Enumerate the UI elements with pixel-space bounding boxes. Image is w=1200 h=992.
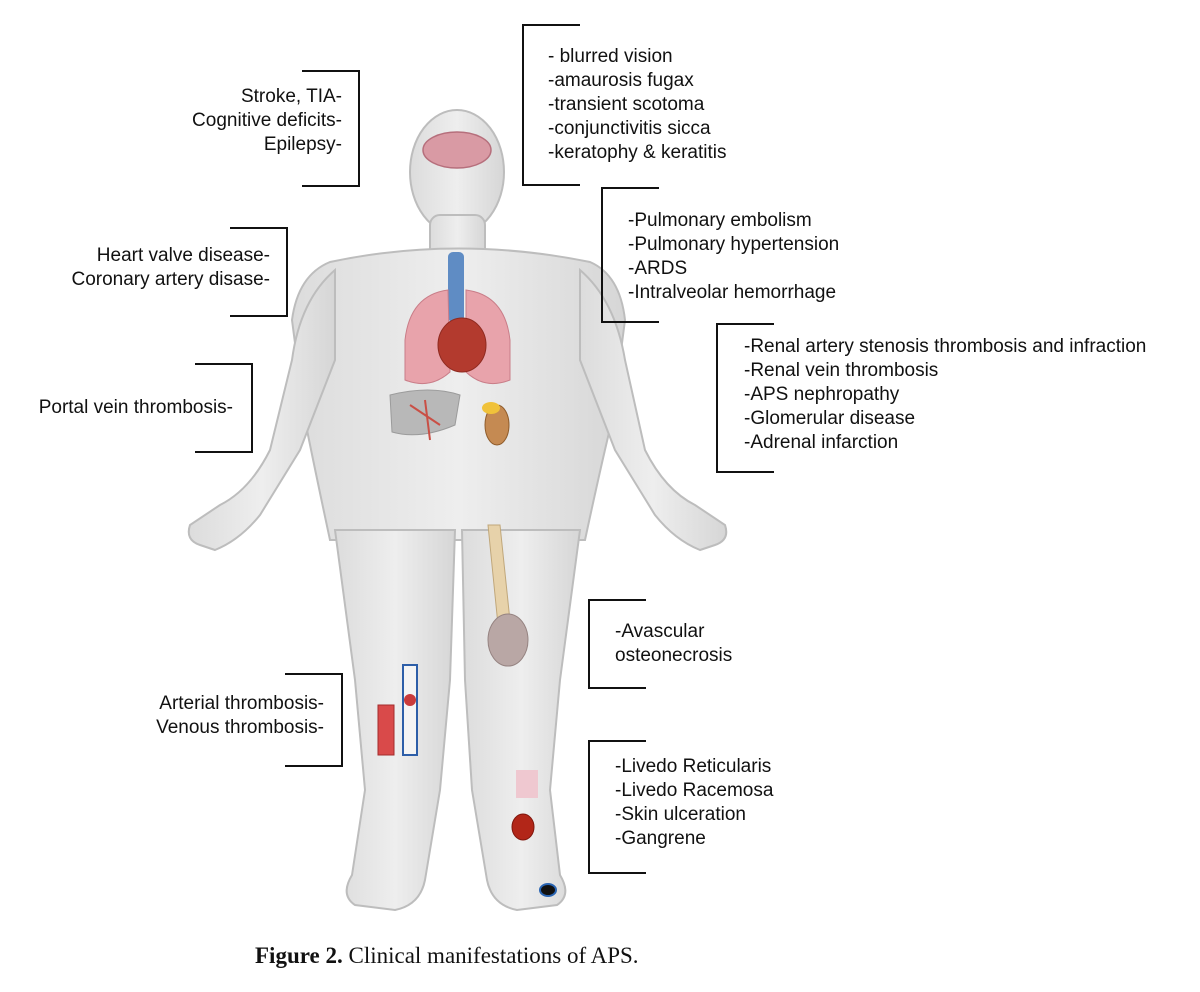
label-group-lungs: -Pulmonary embolism -Pulmonary hypertens… (628, 209, 839, 305)
bracket-vessels (285, 673, 343, 767)
label-group-bone: -Avascular osteonecrosis (615, 620, 732, 668)
bracket-skin (588, 740, 646, 874)
figure-caption: Figure 2. Clinical manifestations of APS… (255, 943, 639, 969)
gangrene-icon (539, 883, 557, 897)
label-line: -Intralveolar hemorrhage (628, 282, 837, 303)
label-line: -Renal vein thrombosis (744, 360, 939, 381)
heart-icon (437, 317, 487, 373)
osteonecrosis-icon (487, 613, 529, 667)
liver-icon (389, 389, 461, 436)
label-line: Heart valve disease- (96, 245, 270, 266)
trachea-icon (448, 252, 464, 322)
skin-ulcer-icon (511, 813, 535, 841)
label-line: -Livedo Reticularis (615, 756, 772, 777)
label-line: -Skin ulceration (615, 804, 746, 825)
label-line: Arterial thrombosis- (159, 693, 324, 714)
caption-text: Clinical manifestations of APS. (342, 943, 639, 968)
bracket-heart (230, 227, 288, 317)
label-line: -transient scotoma (548, 94, 705, 115)
label-line: Portal vein thrombosis- (38, 397, 233, 418)
label-line: -Gangrene (615, 828, 706, 849)
label-line: -ARDS (628, 258, 688, 279)
caption-label: Figure 2. (255, 943, 343, 968)
label-line: Epilepsy- (263, 134, 342, 155)
label-line: -Avascular (615, 621, 705, 642)
label-line: -Glomerular disease (744, 408, 916, 429)
bracket-brain (302, 70, 360, 187)
label-line: -keratophy & keratitis (548, 142, 727, 163)
artery-icon (377, 704, 395, 756)
label-group-skin: -Livedo Reticularis -Livedo Racemosa -Sk… (615, 755, 773, 851)
brain-icon (422, 131, 492, 169)
label-line: -Renal artery stenosis thrombosis and in… (744, 336, 1147, 357)
bracket-eyes (522, 24, 580, 186)
label-line: osteonecrosis (615, 645, 733, 666)
label-line: -amaurosis fugax (548, 70, 694, 91)
bracket-kidney (716, 323, 774, 473)
label-group-vessels: Arterial thrombosis- Venous thrombosis- (156, 692, 324, 740)
label-line: Coronary artery disase- (71, 269, 270, 290)
label-group-kidney: -Renal artery stenosis thrombosis and in… (744, 335, 1146, 455)
label-group-heart: Heart valve disease- Coronary artery dis… (71, 244, 270, 292)
bracket-liver (195, 363, 253, 453)
bracket-bone (588, 599, 646, 689)
bracket-lungs (601, 187, 659, 323)
lungs-icon (404, 289, 451, 385)
vein-icon (402, 664, 418, 756)
label-line: Venous thrombosis- (156, 717, 324, 738)
label-line: - blurred vision (548, 46, 673, 67)
label-line: -Pulmonary embolism (628, 210, 812, 231)
label-line: -APS nephropathy (744, 384, 900, 405)
label-line: -Adrenal infarction (744, 432, 899, 453)
livedo-icon (516, 770, 538, 798)
label-group-brain: Stroke, TIA- Cognitive deficits- Epileps… (192, 85, 342, 157)
label-group-eyes: - blurred vision -amaurosis fugax -trans… (548, 45, 726, 165)
label-line: -Livedo Racemosa (615, 780, 774, 801)
label-group-liver: Portal vein thrombosis- (39, 396, 233, 420)
label-line: Stroke, TIA- (240, 86, 342, 107)
label-line: Cognitive deficits- (192, 110, 342, 131)
label-line: -conjunctivitis sicca (548, 118, 711, 139)
label-line: -Pulmonary hypertension (628, 234, 840, 255)
